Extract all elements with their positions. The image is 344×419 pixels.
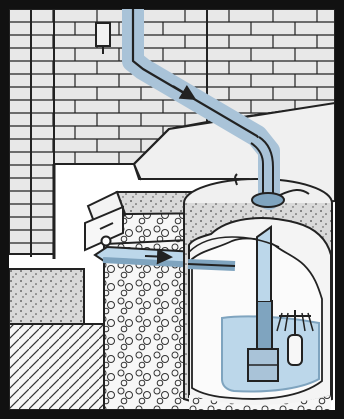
concrete-footing — [9, 269, 84, 324]
pit-inlet-pipe — [188, 264, 235, 266]
lower-hatch — [9, 324, 105, 410]
drain-flow-arrow — [145, 256, 169, 257]
sump-pump-diagram — [9, 9, 335, 410]
